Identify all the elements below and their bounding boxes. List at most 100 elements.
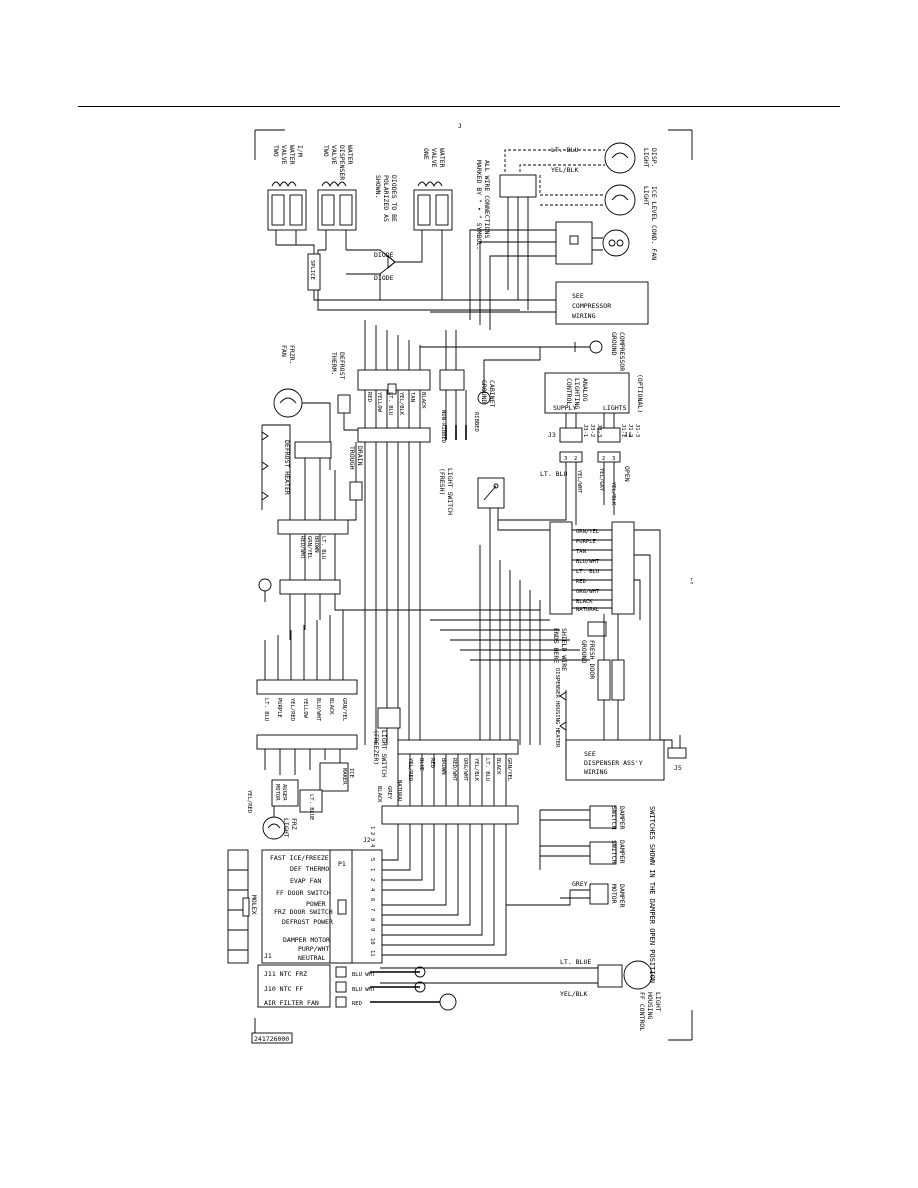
j2-panel	[261, 849, 383, 964]
j2-pin: 10	[369, 938, 375, 945]
ice-level-light-label: LIGHT	[642, 186, 650, 206]
wire-color: LT. BLU	[387, 392, 393, 415]
damper-motor	[506, 883, 609, 906]
cabinet-ground-label: CABINET	[488, 380, 496, 407]
cabinet-ground	[477, 347, 541, 405]
frz-light-label: FRZ	[290, 818, 298, 830]
light-switch-fresh-label: (FRESH)	[438, 468, 446, 495]
wire-color: YEL/RED	[289, 698, 295, 721]
fresh-door-ground-label: GROUND	[580, 640, 588, 664]
light-switch-freezer-label: LIGHT SWITCH	[380, 730, 388, 777]
disp-light-label: DISP.	[650, 148, 658, 168]
j1-bottom-label: J1	[264, 952, 272, 960]
part-number-box	[251, 1032, 293, 1044]
wire-color: ORG/WHT	[576, 589, 600, 595]
wire-color: RED	[429, 758, 435, 768]
wire-color: YEL/WHT	[576, 470, 582, 494]
wire-note: ALL WIRE CONNECTIONS	[483, 160, 491, 238]
wire-color: YEL/BLK	[473, 758, 479, 782]
fresh-door-ground-label: FRESH DOOR	[588, 640, 596, 679]
defrost-therm	[337, 394, 358, 431]
diode-note: SHOWN.	[374, 175, 382, 198]
ntc-label: AIR FILTER FAN	[264, 999, 319, 1007]
central-wires	[364, 442, 590, 745]
j2-function: PURP/WHT	[298, 945, 329, 953]
defrost-heater	[261, 424, 332, 510]
wire-color: YEL/BLK	[560, 990, 587, 998]
ice-maker-label: MAKER	[341, 768, 347, 785]
j2-pin: 1	[369, 868, 375, 871]
wire-color: LT. BLU	[263, 698, 269, 721]
wire-color: BROWN	[313, 536, 319, 553]
shield-note: ENDS HERE	[552, 628, 560, 663]
im-water-valve-label: TWO	[272, 145, 280, 157]
j1-pin: J1-2	[627, 424, 633, 437]
top-mark: J	[458, 122, 462, 130]
wire-color: BLACK	[376, 786, 382, 803]
grey-label: GREY	[572, 880, 588, 888]
wire-color: ORG/WHT	[462, 758, 468, 782]
im-water-valve-label: VALVE	[280, 145, 288, 165]
wire-color: BROWN	[440, 758, 446, 775]
compressor-ground	[420, 340, 603, 354]
compressor-wiring-box	[420, 281, 649, 325]
dispenser-wiring-box	[565, 735, 687, 781]
wire-color: GRN/YEL	[341, 698, 347, 722]
lighting-control-label: LIGHTING	[573, 378, 581, 409]
j2-function: FRZ DOOR SWITCH	[274, 908, 333, 916]
frzr-fan-label: FAN	[280, 345, 288, 357]
wire-color: GREY	[386, 786, 392, 800]
defrost-therm-label: DEFROST	[338, 352, 346, 379]
wire-color: LT. BLU	[551, 146, 578, 154]
wire-color: PURPLE	[576, 539, 596, 545]
j2-function: FF DOOR SWITCH	[276, 889, 331, 897]
damper-switch-label: DAMPER	[618, 806, 626, 830]
dispenser-wiring-label: DISPENSER ASS'Y	[584, 759, 643, 767]
light-switch-freezer-label: (FREEZER)	[372, 730, 380, 765]
j2-pin: 4	[369, 888, 375, 892]
j3-pin: J3-2	[589, 424, 595, 437]
switch-note: SWITCHES SHOWN IN THE DAMPER OPEN POSITI…	[648, 806, 656, 983]
wire-color: RED/WHT	[451, 758, 457, 782]
wire-color: BLACK	[328, 698, 334, 715]
lighting-control-label: ANALOG	[581, 378, 589, 402]
wire-color: LT. BLU	[540, 470, 567, 478]
frzr-fan-label: FRZR.	[288, 345, 296, 365]
left-connector-upper	[279, 534, 540, 640]
compressor-ground-label: GROUND	[610, 332, 618, 356]
water-disp-valve	[317, 181, 357, 250]
ntc-label: J10 NTC FF	[264, 985, 303, 993]
ff-control-light	[380, 960, 653, 990]
j2-pin: 4	[369, 844, 375, 848]
water-disp-valve-label: TWO	[322, 145, 330, 157]
supply-label: SUPPLY	[553, 404, 577, 412]
cond-fan-connector	[469, 221, 603, 330]
j2-function: DEF THERMO	[290, 865, 329, 873]
auger-motor-label: MOTOR	[274, 784, 280, 801]
wire-color: LT. BLU	[320, 536, 326, 559]
ntc-label: J11 NTC FRZ	[264, 970, 307, 978]
wire-color: GRN/YEL	[506, 758, 512, 782]
j3-connector	[559, 413, 583, 443]
auger-motor-label: AUGER	[281, 784, 287, 801]
j3-pin: J3-3	[596, 424, 602, 437]
wire-color: BLACK	[576, 599, 593, 605]
j2-pin: 8	[369, 918, 375, 921]
top-connector	[499, 174, 537, 310]
j2-function: DEFROST POWER	[282, 918, 333, 926]
light-switch-fresh	[477, 477, 550, 545]
j2-header	[381, 754, 519, 825]
damper-switch-label: DAMPER	[618, 840, 626, 864]
j3-pin: J3-1	[582, 424, 588, 437]
ff-control-light-label: HOUSING	[646, 992, 654, 1019]
lighting-control-label: CONTROL	[565, 378, 573, 405]
wire-color: LT. BLU	[576, 569, 599, 575]
wire-color: LT. BLU	[484, 758, 490, 781]
part-number: 241726000	[254, 1035, 289, 1043]
left-ground	[258, 578, 272, 602]
ntc-wire: BLU WHT	[352, 987, 376, 993]
j2-pin: 2	[369, 878, 375, 881]
light-switch-fresh-label: LIGHT SWITCH	[446, 468, 454, 515]
water-disp-valve-label: DISPENSER	[338, 145, 346, 180]
